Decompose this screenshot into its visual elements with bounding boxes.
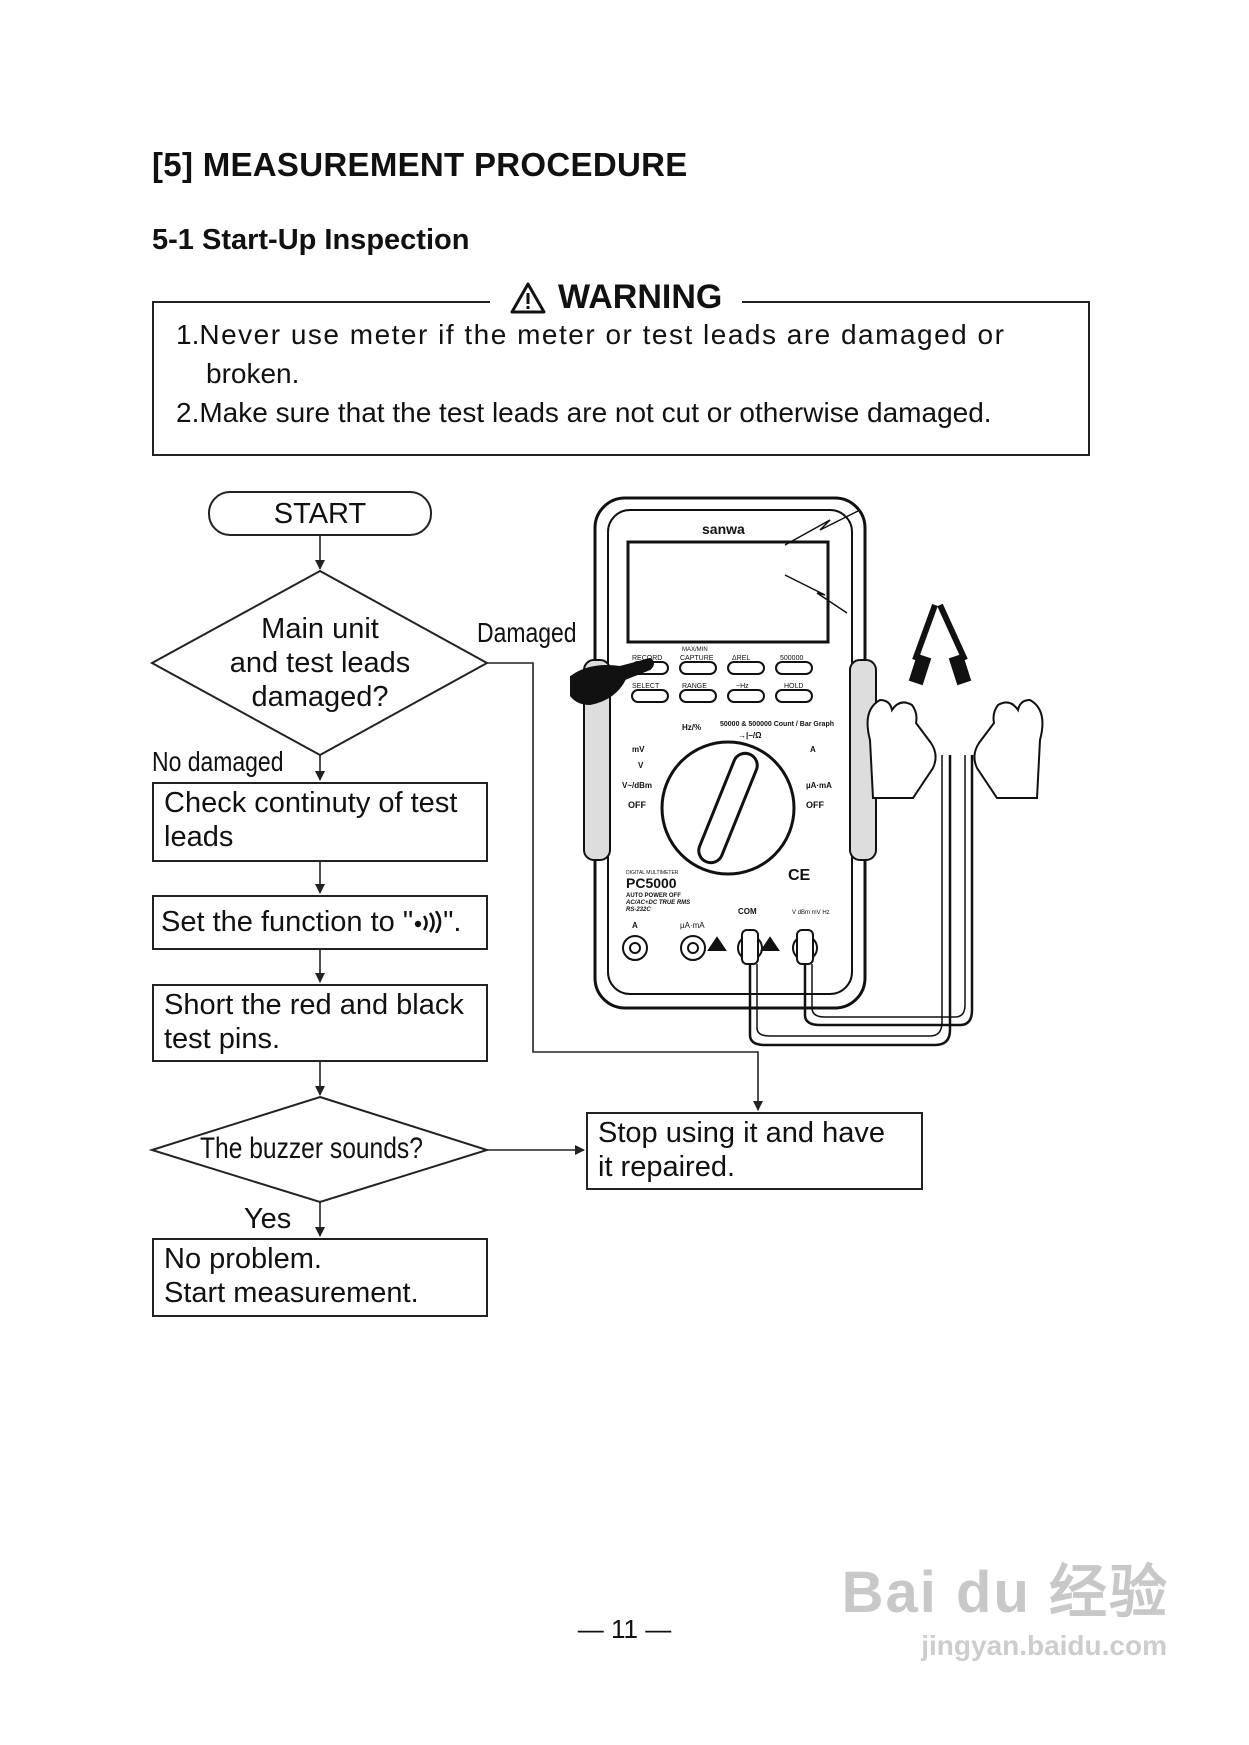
decision2-text: The buzzer sounds? bbox=[200, 1132, 423, 1165]
end-node-no-problem: No problem. Start measurement. bbox=[152, 1238, 488, 1317]
step-text-before: Set the function to " bbox=[161, 906, 414, 938]
red-probe bbox=[937, 603, 968, 662]
left-hand bbox=[866, 698, 937, 799]
decision1-line: damaged? bbox=[251, 681, 389, 713]
step-line: Check continuty of test bbox=[164, 787, 458, 819]
jack-label: A bbox=[632, 921, 638, 930]
warning-item-1-continued: broken. bbox=[206, 358, 300, 389]
meter-count-label: 50000 & 500000 Count / Bar Graph bbox=[720, 721, 834, 728]
jack-label: COM bbox=[738, 907, 757, 916]
decision1-line: Main unit bbox=[261, 613, 379, 645]
meter-maxmin-label: MAX/MIN bbox=[682, 647, 708, 653]
meter-display bbox=[626, 540, 830, 644]
meter-button-label: CAPTURE bbox=[680, 655, 714, 662]
dial-label: mV bbox=[632, 745, 645, 754]
step-line: leads bbox=[164, 821, 234, 853]
dial-label: V bbox=[638, 761, 644, 770]
decision1-text: Main unit and test leads damaged? bbox=[152, 612, 488, 714]
step-check-continuity: Check continuty of test leads bbox=[152, 782, 488, 862]
warning-item-text: Make sure that the test leads are not cu… bbox=[199, 397, 992, 428]
dial-off-left: OFF bbox=[628, 800, 646, 810]
meter-button-panel bbox=[631, 661, 813, 703]
warning-item-1: 1.Never use meter if the meter or test l… bbox=[176, 315, 1005, 354]
meter-model: PC5000 bbox=[626, 875, 677, 891]
baidu-watermark: Bai du 经验 bbox=[841, 1560, 1169, 1625]
baidu-watermark-url: jingyan.baidu.com bbox=[921, 1630, 1167, 1661]
warning-title: WARNING bbox=[490, 278, 743, 317]
yes-label: Yes bbox=[244, 1203, 292, 1235]
meter-feature: AUTO POWER OFF bbox=[626, 893, 681, 899]
step-text-after: ". bbox=[443, 906, 462, 938]
step-short-pins: Short the red and black test pins. bbox=[152, 984, 488, 1062]
meter-model-subtitle: DIGITAL MULTIMETER bbox=[626, 870, 679, 876]
pointing-hand-icon bbox=[570, 657, 654, 706]
jack-label: V dBm mV Hz bbox=[792, 910, 830, 916]
step-set-function: Set the function to " ". bbox=[152, 895, 488, 950]
section-title: [5] MEASUREMENT PROCEDURE bbox=[152, 146, 688, 183]
rotary-dial bbox=[660, 740, 796, 876]
meter-button-label: HOLD bbox=[784, 683, 803, 690]
step-line: Short the red and black bbox=[164, 989, 464, 1021]
damaged-label: Damaged bbox=[477, 617, 577, 648]
right-hand bbox=[973, 698, 1044, 799]
arrow-decision1-to-repair bbox=[487, 662, 763, 1111]
multimeter-illustration: sanwa RECORD CAPTURE ΔREL 500000 SELECT … bbox=[570, 496, 1044, 1047]
decision1-line: and test leads bbox=[229, 647, 411, 679]
meter-button-label: ~Hz bbox=[736, 683, 749, 690]
continuity-buzzer-icon bbox=[414, 910, 442, 934]
end-line: No problem. bbox=[164, 1243, 322, 1275]
dial-label: Hz/% bbox=[682, 723, 701, 732]
meter-feature: AC/AC+DC TRUE RMS bbox=[625, 900, 690, 906]
meter-feature: RS-232C bbox=[626, 907, 651, 913]
warning-item-number: 1. bbox=[176, 319, 200, 350]
step-line: test pins. bbox=[164, 1023, 281, 1055]
dial-knob bbox=[697, 751, 759, 865]
start-node: START bbox=[208, 491, 432, 536]
ce-mark: CE bbox=[788, 867, 811, 884]
no-damaged-label: No damaged bbox=[152, 746, 284, 777]
dial-off-right: OFF bbox=[806, 800, 824, 810]
meter-button-label: RECORD bbox=[632, 655, 662, 662]
dial-label: V~/dBm bbox=[622, 781, 652, 790]
repair-line: it repaired. bbox=[598, 1151, 736, 1183]
repair-line: Stop using it and have bbox=[598, 1117, 885, 1149]
warning-item-2: 2.Make sure that the test leads are not … bbox=[176, 393, 992, 432]
warning-item-text: Never use meter if the meter or test lea… bbox=[199, 319, 1006, 350]
warning-title-text: WARNING bbox=[558, 278, 723, 316]
dial-label: →|−/Ω bbox=[738, 731, 762, 740]
warning-triangle-icon bbox=[510, 282, 546, 313]
repair-node: Stop using it and have it repaired. bbox=[586, 1112, 923, 1190]
black-probe bbox=[912, 603, 938, 662]
dial-label: µA·mA bbox=[806, 781, 832, 790]
warning-item-number: 2. bbox=[176, 397, 200, 428]
meter-button-label: SELECT bbox=[632, 683, 660, 690]
dial-label: A bbox=[810, 745, 816, 754]
end-line: Start measurement. bbox=[164, 1277, 419, 1309]
page-number: — 11 — bbox=[577, 1614, 672, 1644]
meter-button-label: ΔREL bbox=[732, 655, 750, 662]
meter-button-label: 500000 bbox=[780, 655, 803, 662]
meter-brand: sanwa bbox=[702, 521, 745, 537]
meter-button-label: RANGE bbox=[682, 683, 707, 690]
subsection-title: 5-1 Start-Up Inspection bbox=[152, 224, 470, 256]
jack-label: µA·mA bbox=[680, 921, 705, 930]
